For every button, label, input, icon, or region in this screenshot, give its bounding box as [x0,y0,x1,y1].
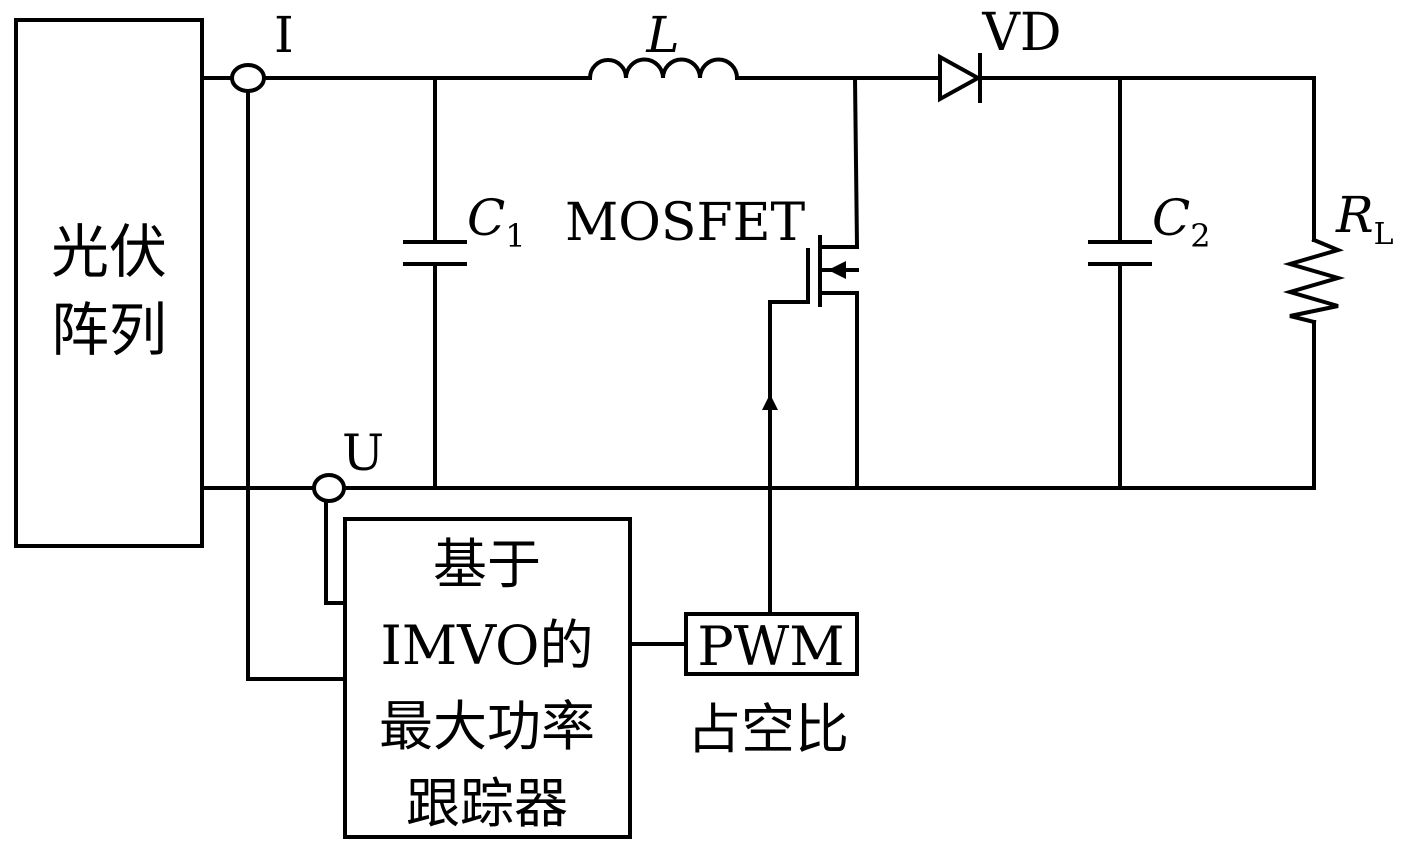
diode: VD [938,3,1062,103]
capacitor-c1-label: C1 [467,189,526,255]
tracker-label-line3: 最大功率 [379,695,595,758]
mosfet: MOSFET [565,75,860,490]
capacitor-c2: C2 [1088,76,1211,490]
capacitor-c1: C1 [403,76,526,490]
voltage-node-label: U [342,424,384,482]
tracker-label-line2: IMVO的 [381,614,594,677]
pv-array-block: 光伏 阵列 [14,18,204,548]
tracker-label-line1: 基于 [433,533,541,596]
diode-label: VD [981,3,1061,63]
current-feedback-wire [246,89,347,681]
gate-drive-wire [762,300,778,616]
pv-array-label-line2: 阵列 [51,296,167,364]
pv-array-label-line1: 光伏 [51,218,167,286]
mosfet-label: MOSFET [565,193,806,253]
inductor-label: L [645,6,679,64]
inductor: L [587,6,740,81]
capacitor-c2-label: C2 [1152,189,1211,255]
pwm-label: PWM [697,615,844,678]
current-node-label: I [274,6,294,64]
load-resistor: RL [1282,76,1394,490]
current-sense-node [230,63,266,93]
pwm-block: PWM 占空比 [684,612,859,761]
tracker-label-line4: 跟踪器 [406,772,568,835]
load-resistor-label: RL [1335,186,1394,252]
duty-cycle-label: 占空比 [687,698,849,761]
voltage-sense-node [312,473,346,503]
voltage-feedback-wire [324,499,347,605]
mppt-tracker-block: 基于 IMVO的 最大功率 跟踪器 [343,517,632,839]
